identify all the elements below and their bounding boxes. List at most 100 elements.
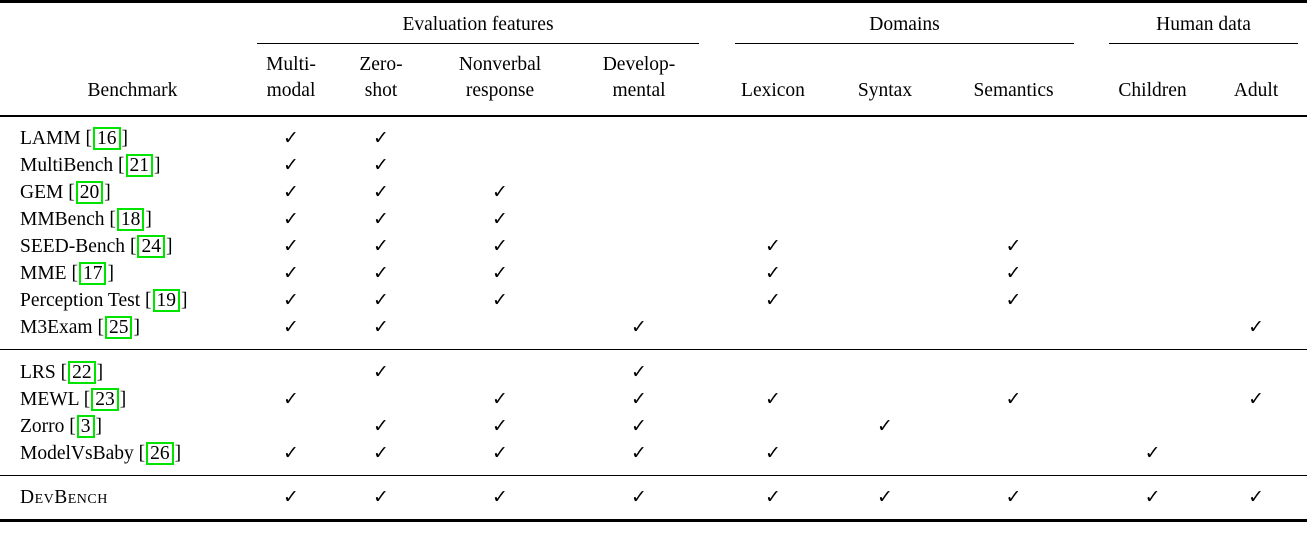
citation-link[interactable]: 22 (68, 360, 96, 384)
citation-link[interactable]: 3 (76, 414, 95, 438)
column-header-line: Adult (1233, 79, 1279, 101)
checkmark-icon: ✓ (1144, 441, 1161, 464)
check-cell-lexicon: ✓ (703, 386, 843, 413)
column-header-multi-modal: Multi-modal (245, 43, 337, 117)
empty-cell-semantics (927, 314, 1100, 350)
benchmark-name: M3Exam (20, 316, 93, 338)
checkmark-icon: ✓ (373, 153, 389, 176)
column-header-line: mental (612, 79, 666, 101)
empty-cell-developmental (575, 206, 703, 233)
column-header-line: Children (1118, 79, 1187, 101)
check-cell-zero-shot: ✓ (337, 233, 425, 260)
check-cell-lexicon: ✓ (703, 475, 843, 520)
checkmark-icon: ✓ (765, 485, 781, 508)
benchmark-column-header: Benchmark (0, 43, 245, 117)
citation-link[interactable]: 18 (116, 207, 145, 231)
row-mmbench: MMBench [18]✓✓✓ (0, 206, 1307, 233)
checkmark-icon: ✓ (1248, 315, 1264, 338)
citation-bracket-close: ] (104, 181, 111, 203)
empty-cell-semantics (927, 440, 1100, 476)
citation-link[interactable]: 24 (137, 234, 165, 258)
citation-bracket-close: ] (181, 289, 188, 311)
citation-link[interactable]: 20 (75, 180, 104, 204)
checkmark-icon: ✓ (492, 387, 508, 410)
empty-cell-syntax (843, 179, 927, 206)
citation-bracket-open: [ (138, 442, 146, 464)
check-cell-multi-modal: ✓ (245, 152, 337, 179)
benchmark-name-cell: Perception Test [19] (0, 287, 245, 314)
citation-bracket-close: ] (133, 316, 140, 338)
empty-cell-nonverbal-response (425, 314, 575, 350)
checkmark-icon: ✓ (373, 288, 389, 311)
empty-cell-semantics (927, 413, 1100, 440)
empty-cell-adult (1205, 206, 1307, 233)
check-cell-nonverbal-response: ✓ (425, 179, 575, 206)
check-cell-multi-modal: ✓ (245, 314, 337, 350)
group-label: Human data (1156, 13, 1251, 35)
checkmark-icon: ✓ (283, 485, 299, 508)
empty-cell-adult (1205, 287, 1307, 314)
checkmark-icon: ✓ (492, 414, 508, 437)
checkmark-icon: ✓ (877, 485, 893, 508)
check-cell-zero-shot: ✓ (337, 116, 425, 152)
empty-cell-children (1100, 287, 1205, 314)
checkmark-icon: ✓ (283, 387, 299, 410)
benchmark-name-cell: Zorro [3] (0, 413, 245, 440)
table-section-3: DevBench✓✓✓✓✓✓✓✓✓ (0, 475, 1307, 520)
benchmark-name: MMBench (20, 208, 105, 230)
citation-link[interactable]: 17 (78, 261, 107, 285)
checkmark-icon: ✓ (283, 153, 299, 176)
checkmark-icon: ✓ (1005, 261, 1022, 284)
citation-bracket-close: ] (96, 361, 104, 383)
column-header-line: Multi- (266, 53, 316, 75)
empty-cell-semantics (927, 349, 1100, 386)
check-cell-nonverbal-response: ✓ (425, 475, 575, 520)
checkmark-icon: ✓ (283, 234, 299, 257)
checkmark-icon: ✓ (492, 485, 508, 508)
citation-link[interactable]: 21 (125, 153, 154, 177)
checkmark-icon: ✓ (373, 261, 389, 284)
checkmark-icon: ✓ (373, 360, 389, 383)
empty-cell-children (1100, 233, 1205, 260)
citation-bracket-open: [ (83, 388, 91, 410)
check-cell-semantics: ✓ (927, 260, 1100, 287)
row-devbench: DevBench✓✓✓✓✓✓✓✓✓ (0, 475, 1307, 520)
group-header-evaluation-features: Evaluation features (245, 2, 703, 44)
benchmark-name: DevBench (20, 486, 108, 508)
checkmark-icon: ✓ (373, 485, 389, 508)
checkmark-icon: ✓ (765, 261, 781, 284)
benchmark-name: MEWL (20, 388, 79, 410)
empty-cell-syntax (843, 260, 927, 287)
column-header-line: Nonverbal (458, 53, 542, 75)
check-cell-zero-shot: ✓ (337, 349, 425, 386)
checkmark-icon: ✓ (631, 485, 647, 508)
citation-link[interactable]: 19 (152, 288, 180, 312)
check-cell-children: ✓ (1100, 440, 1205, 476)
citation-link[interactable]: 25 (104, 315, 133, 339)
table-section-1: LAMM [16]✓✓MultiBench [21]✓✓GEM [20]✓✓✓M… (0, 116, 1307, 350)
citation-link[interactable]: 26 (146, 441, 174, 465)
check-cell-zero-shot: ✓ (337, 475, 425, 520)
checkmark-icon: ✓ (631, 387, 647, 410)
checkmark-icon: ✓ (765, 234, 781, 257)
column-header-zero-shot: Zero-shot (337, 43, 425, 117)
empty-cell-children (1100, 349, 1205, 386)
check-cell-nonverbal-response: ✓ (425, 260, 575, 287)
empty-cell-developmental (575, 116, 703, 152)
check-cell-syntax: ✓ (843, 475, 927, 520)
citation-link[interactable]: 23 (91, 387, 119, 411)
citation-bracket-close: ] (165, 235, 173, 257)
benchmark-name-cell: ModelVsBaby [26] (0, 440, 245, 476)
check-cell-zero-shot: ✓ (337, 314, 425, 350)
benchmark-name: LRS (20, 361, 56, 383)
checkmark-icon: ✓ (373, 234, 389, 257)
empty-cell-nonverbal-response (425, 152, 575, 179)
column-header-children: Children (1100, 43, 1206, 117)
check-cell-developmental: ✓ (575, 413, 703, 440)
benchmark-name-cell: MEWL [23] (0, 386, 245, 413)
empty-cell-developmental (575, 233, 703, 260)
empty-cell-developmental (575, 260, 703, 287)
citation-link[interactable]: 16 (93, 126, 121, 150)
